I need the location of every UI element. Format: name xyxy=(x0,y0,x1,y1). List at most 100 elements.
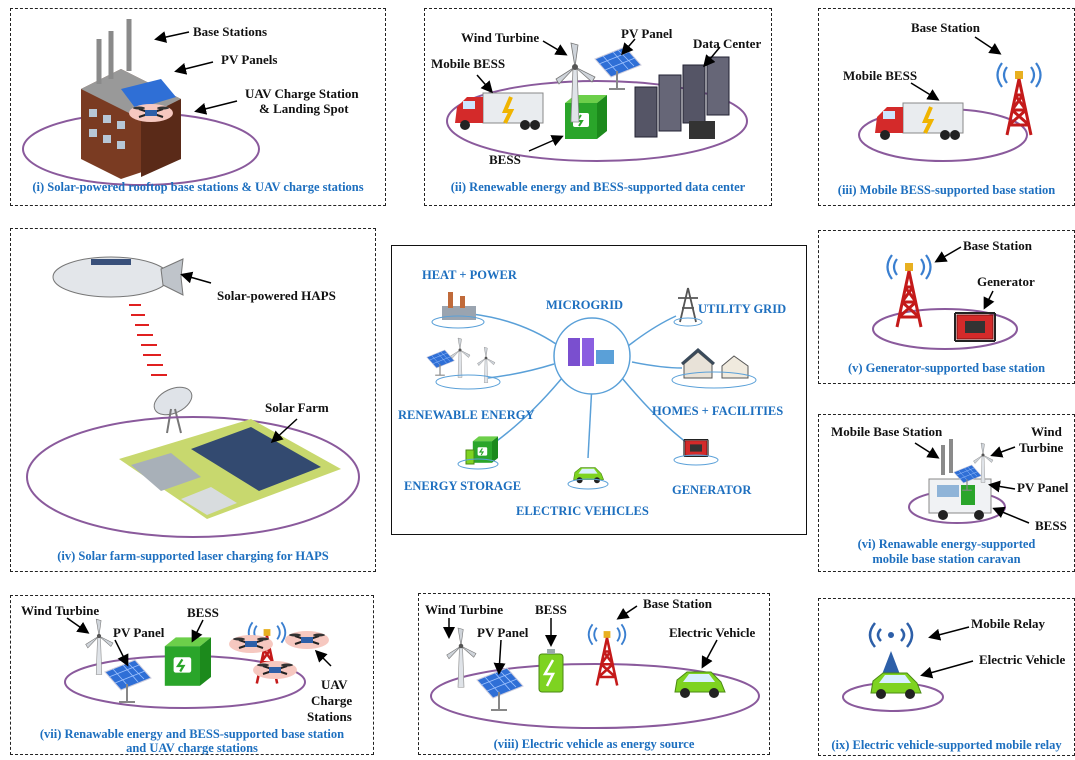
label-stations: Stations xyxy=(307,709,352,724)
label-bess: BESS xyxy=(489,152,521,167)
relay-antenna-icon xyxy=(868,622,914,677)
panel-data-center: Wind Turbine PV Panel Data Center Mobile… xyxy=(424,8,772,206)
panel-uav-charge-base-station: Wind Turbine PV Panel BESS UAV Charge St… xyxy=(10,595,374,755)
homes-icon xyxy=(671,348,757,389)
label-base-station: Base Station xyxy=(911,20,980,35)
label-bess: BESS xyxy=(1035,518,1067,533)
caption-panel-6-line-1: (vi) Renawable energy-supported xyxy=(857,537,1036,551)
label-electric-vehicle: Electric Vehicle xyxy=(669,625,756,640)
solar-farm-icon xyxy=(119,419,341,519)
factory-icon xyxy=(431,292,485,329)
caption-panel-9: (ix) Electric vehicle-supported mobile r… xyxy=(831,738,1062,752)
panel-9-illustration xyxy=(842,622,974,712)
tower-icon xyxy=(886,253,932,329)
label-mobile-base-station: Mobile Base Station xyxy=(831,424,943,439)
panel-5-illustration xyxy=(872,246,1018,350)
caption-panel-7-line-1: (vii) Renawable energy and BESS-supporte… xyxy=(39,727,345,741)
generator-icon xyxy=(683,439,709,457)
node-generator: GENERATOR xyxy=(672,483,752,497)
label-generator: Generator xyxy=(977,274,1035,289)
label-base-station: Base Station xyxy=(963,238,1032,253)
panel-rooftop-base-stations: Base Stations PV Panels UAV Charge Stati… xyxy=(10,8,386,206)
panel-1-illustration xyxy=(22,19,260,186)
haps-airship-icon xyxy=(52,256,184,298)
label-data-center: Data Center xyxy=(693,36,762,51)
panel-7-illustration xyxy=(64,617,332,709)
data-center-icon xyxy=(634,56,730,139)
antenna-icon xyxy=(941,439,953,475)
battery-icon xyxy=(465,449,475,465)
turbine-icon xyxy=(446,627,477,688)
panel-3-illustration xyxy=(858,36,1042,162)
panel-caravan: Mobile Base Station Wind Turbine PV Pane… xyxy=(818,414,1075,572)
caption-panel-4: (iv) Solar farm-supported laser charging… xyxy=(57,549,329,563)
car-icon xyxy=(870,672,922,700)
microgrid-illustration xyxy=(426,287,757,490)
label-wind-turbine: Wind Turbine xyxy=(461,30,540,45)
panel-mobile-bess-base-station: Base Station Mobile BESS (iii) Mobile BE… xyxy=(818,8,1075,206)
panel-ev-mobile-relay: Mobile Relay Electric Vehicle (ix) Elect… xyxy=(818,598,1075,756)
label-mobile-relay: Mobile Relay xyxy=(971,616,1046,631)
tower-icon xyxy=(587,623,627,687)
pylon-icon xyxy=(673,287,703,327)
panel-4-illustration xyxy=(26,256,360,538)
node-microgrid: MICROGRID xyxy=(546,298,624,312)
node-renewable-energy: RENEWABLE ENERGY xyxy=(398,408,535,422)
label-electric-vehicle: Electric Vehicle xyxy=(979,652,1066,667)
label-bess: BESS xyxy=(187,605,219,620)
label-charge: Charge xyxy=(311,693,353,708)
label-uav: UAV xyxy=(321,677,348,692)
truck-icon xyxy=(873,101,965,142)
caption-panel-6-line-2: mobile base station caravan xyxy=(872,552,1021,566)
label-wind-turbine: Wind Turbine xyxy=(425,602,504,617)
node-heat-power: HEAT + POWER xyxy=(422,268,517,282)
label-bess: BESS xyxy=(535,602,567,617)
bess-icon xyxy=(163,636,213,687)
pv-panel-icon xyxy=(104,659,152,703)
label-landing-spot: & Landing Spot xyxy=(259,101,349,116)
label-wind: Wind xyxy=(1031,424,1062,439)
pv-panel-icon xyxy=(426,349,455,376)
label-mobile-bess: Mobile BESS xyxy=(843,68,918,83)
drone-icon xyxy=(252,660,298,680)
tower-icon xyxy=(996,61,1042,137)
label-turbine: Turbine xyxy=(1019,440,1064,455)
node-energy-storage: ENERGY STORAGE xyxy=(404,479,522,493)
caption-panel-8: (viii) Electric vehicle as energy source xyxy=(493,737,695,751)
caption-panel-3: (iii) Mobile BESS-supported base station xyxy=(837,183,1056,197)
panel-generator-base-station: Base Station Generator (v) Generator-sup… xyxy=(818,230,1075,384)
car-icon xyxy=(573,467,604,484)
label-pv-panel: PV Panel xyxy=(113,625,165,640)
panel-solar-farm-haps: Solar-powered HAPS Solar Farm (iv) Solar… xyxy=(10,228,376,572)
caption-panel-5: (v) Generator-supported base station xyxy=(847,361,1046,375)
caravan-icon xyxy=(928,478,992,520)
label-uav-charge-station: UAV Charge Station xyxy=(245,86,359,101)
label-pv-panel: PV Panel xyxy=(1017,480,1069,495)
node-utility-grid: UTILITY GRID xyxy=(698,302,787,316)
label-solar-powered-haps: Solar-powered HAPS xyxy=(217,288,336,303)
label-pv-panel: PV Panel xyxy=(477,625,529,640)
laser-beam xyxy=(129,304,167,376)
label-pv-panels: PV Panels xyxy=(221,52,278,67)
drone-icon xyxy=(128,103,174,123)
battery-icon xyxy=(538,649,564,693)
generator-icon xyxy=(954,312,996,342)
node-homes-facilities: HOMES + FACILITIES xyxy=(652,404,784,418)
pv-panel-icon xyxy=(476,667,524,711)
label-wind-turbine: Wind Turbine xyxy=(21,603,100,618)
satellite-dish-icon xyxy=(153,386,193,434)
panel-6-illustration xyxy=(908,439,1030,524)
label-mobile-bess: Mobile BESS xyxy=(431,56,506,71)
node-electric-vehicles: ELECTRIC VEHICLES xyxy=(516,504,649,518)
caption-panel-1: (i) Solar-powered rooftop base stations … xyxy=(32,180,364,194)
drone-icon xyxy=(284,630,330,650)
microgrid-controller-icon xyxy=(568,338,614,366)
turbine-icon xyxy=(450,337,471,378)
truck-icon xyxy=(453,91,545,132)
microgrid-diagram: HEAT + POWER MICROGRID UTILITY GRID RENE… xyxy=(391,245,807,535)
label-pv-panel: PV Panel xyxy=(621,26,673,41)
car-icon xyxy=(674,671,726,699)
panel-8-illustration xyxy=(430,605,760,729)
panel-ev-energy-source: Wind Turbine BESS Base Station PV Panel … xyxy=(418,593,770,755)
label-base-stations: Base Stations xyxy=(193,24,268,39)
